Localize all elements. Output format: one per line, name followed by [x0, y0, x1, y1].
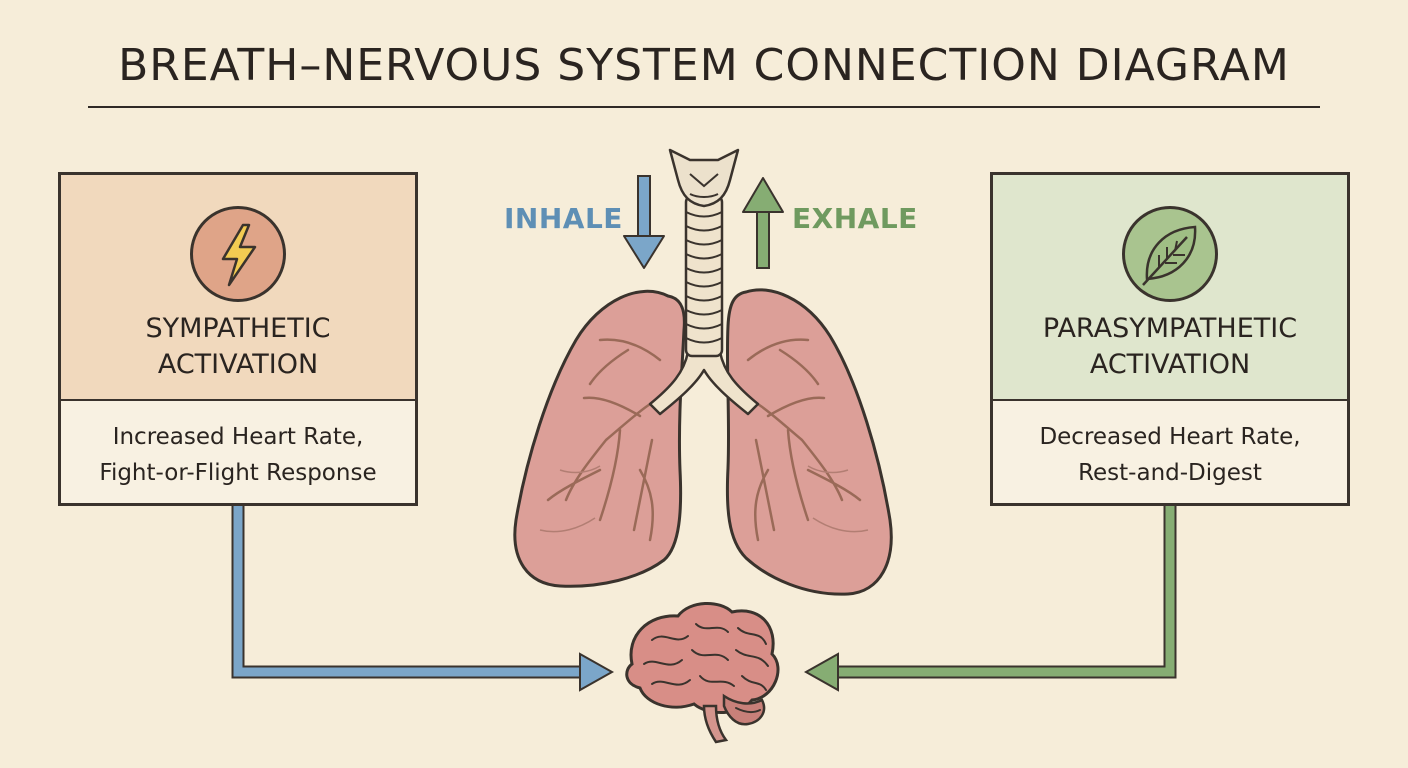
- parasympathetic-title-line1: PARASYMPATHETIC: [1042, 313, 1298, 344]
- sympathetic-to-brain-arrow: [231, 506, 615, 692]
- exhale-label: EXHALE: [792, 202, 918, 235]
- exhale-arrow-icon: [742, 177, 784, 269]
- sympathetic-description: Increased Heart Rate, Fight-or-Flight Re…: [61, 419, 415, 491]
- page-title: BREATH–NERVOUS SYSTEM CONNECTION DIAGRAM: [118, 40, 1290, 91]
- right-lung: [725, 288, 893, 596]
- sympathetic-title-line2: ACTIVATION: [157, 349, 319, 380]
- parasympathetic-desc-line1: Decreased Heart Rate,: [1039, 424, 1301, 450]
- parasympathetic-desc-line2: Rest-and-Digest: [1078, 460, 1262, 486]
- sympathetic-header: SYMPATHETIC ACTIVATION: [61, 175, 415, 401]
- larynx: [668, 148, 740, 208]
- title-underline: [88, 106, 1320, 108]
- inhale-arrow-icon: [623, 175, 665, 269]
- lightning-bolt-icon: [190, 206, 286, 302]
- sympathetic-desc-line2: Fight-or-Flight Response: [99, 460, 377, 486]
- parasympathetic-panel: PARASYMPATHETIC ACTIVATION Decreased Hea…: [990, 172, 1350, 506]
- trachea: [684, 194, 724, 358]
- left-lung: [513, 289, 686, 588]
- inhale-label: INHALE: [504, 202, 623, 235]
- brain-icon: [625, 601, 780, 744]
- parasympathetic-header: PARASYMPATHETIC ACTIVATION: [993, 175, 1347, 401]
- parasympathetic-title: PARASYMPATHETIC ACTIVATION: [993, 311, 1347, 383]
- parasympathetic-to-brain-arrow: [803, 506, 1177, 692]
- parasympathetic-description: Decreased Heart Rate, Rest-and-Digest: [993, 419, 1347, 491]
- sympathetic-desc-line1: Increased Heart Rate,: [112, 424, 364, 450]
- bronchi: [648, 350, 760, 416]
- parasympathetic-title-line2: ACTIVATION: [1089, 349, 1251, 380]
- sympathetic-title: SYMPATHETIC ACTIVATION: [61, 311, 415, 383]
- leaf-icon: [1122, 206, 1218, 302]
- sympathetic-panel: SYMPATHETIC ACTIVATION Increased Heart R…: [58, 172, 418, 506]
- sympathetic-title-line1: SYMPATHETIC: [145, 313, 331, 344]
